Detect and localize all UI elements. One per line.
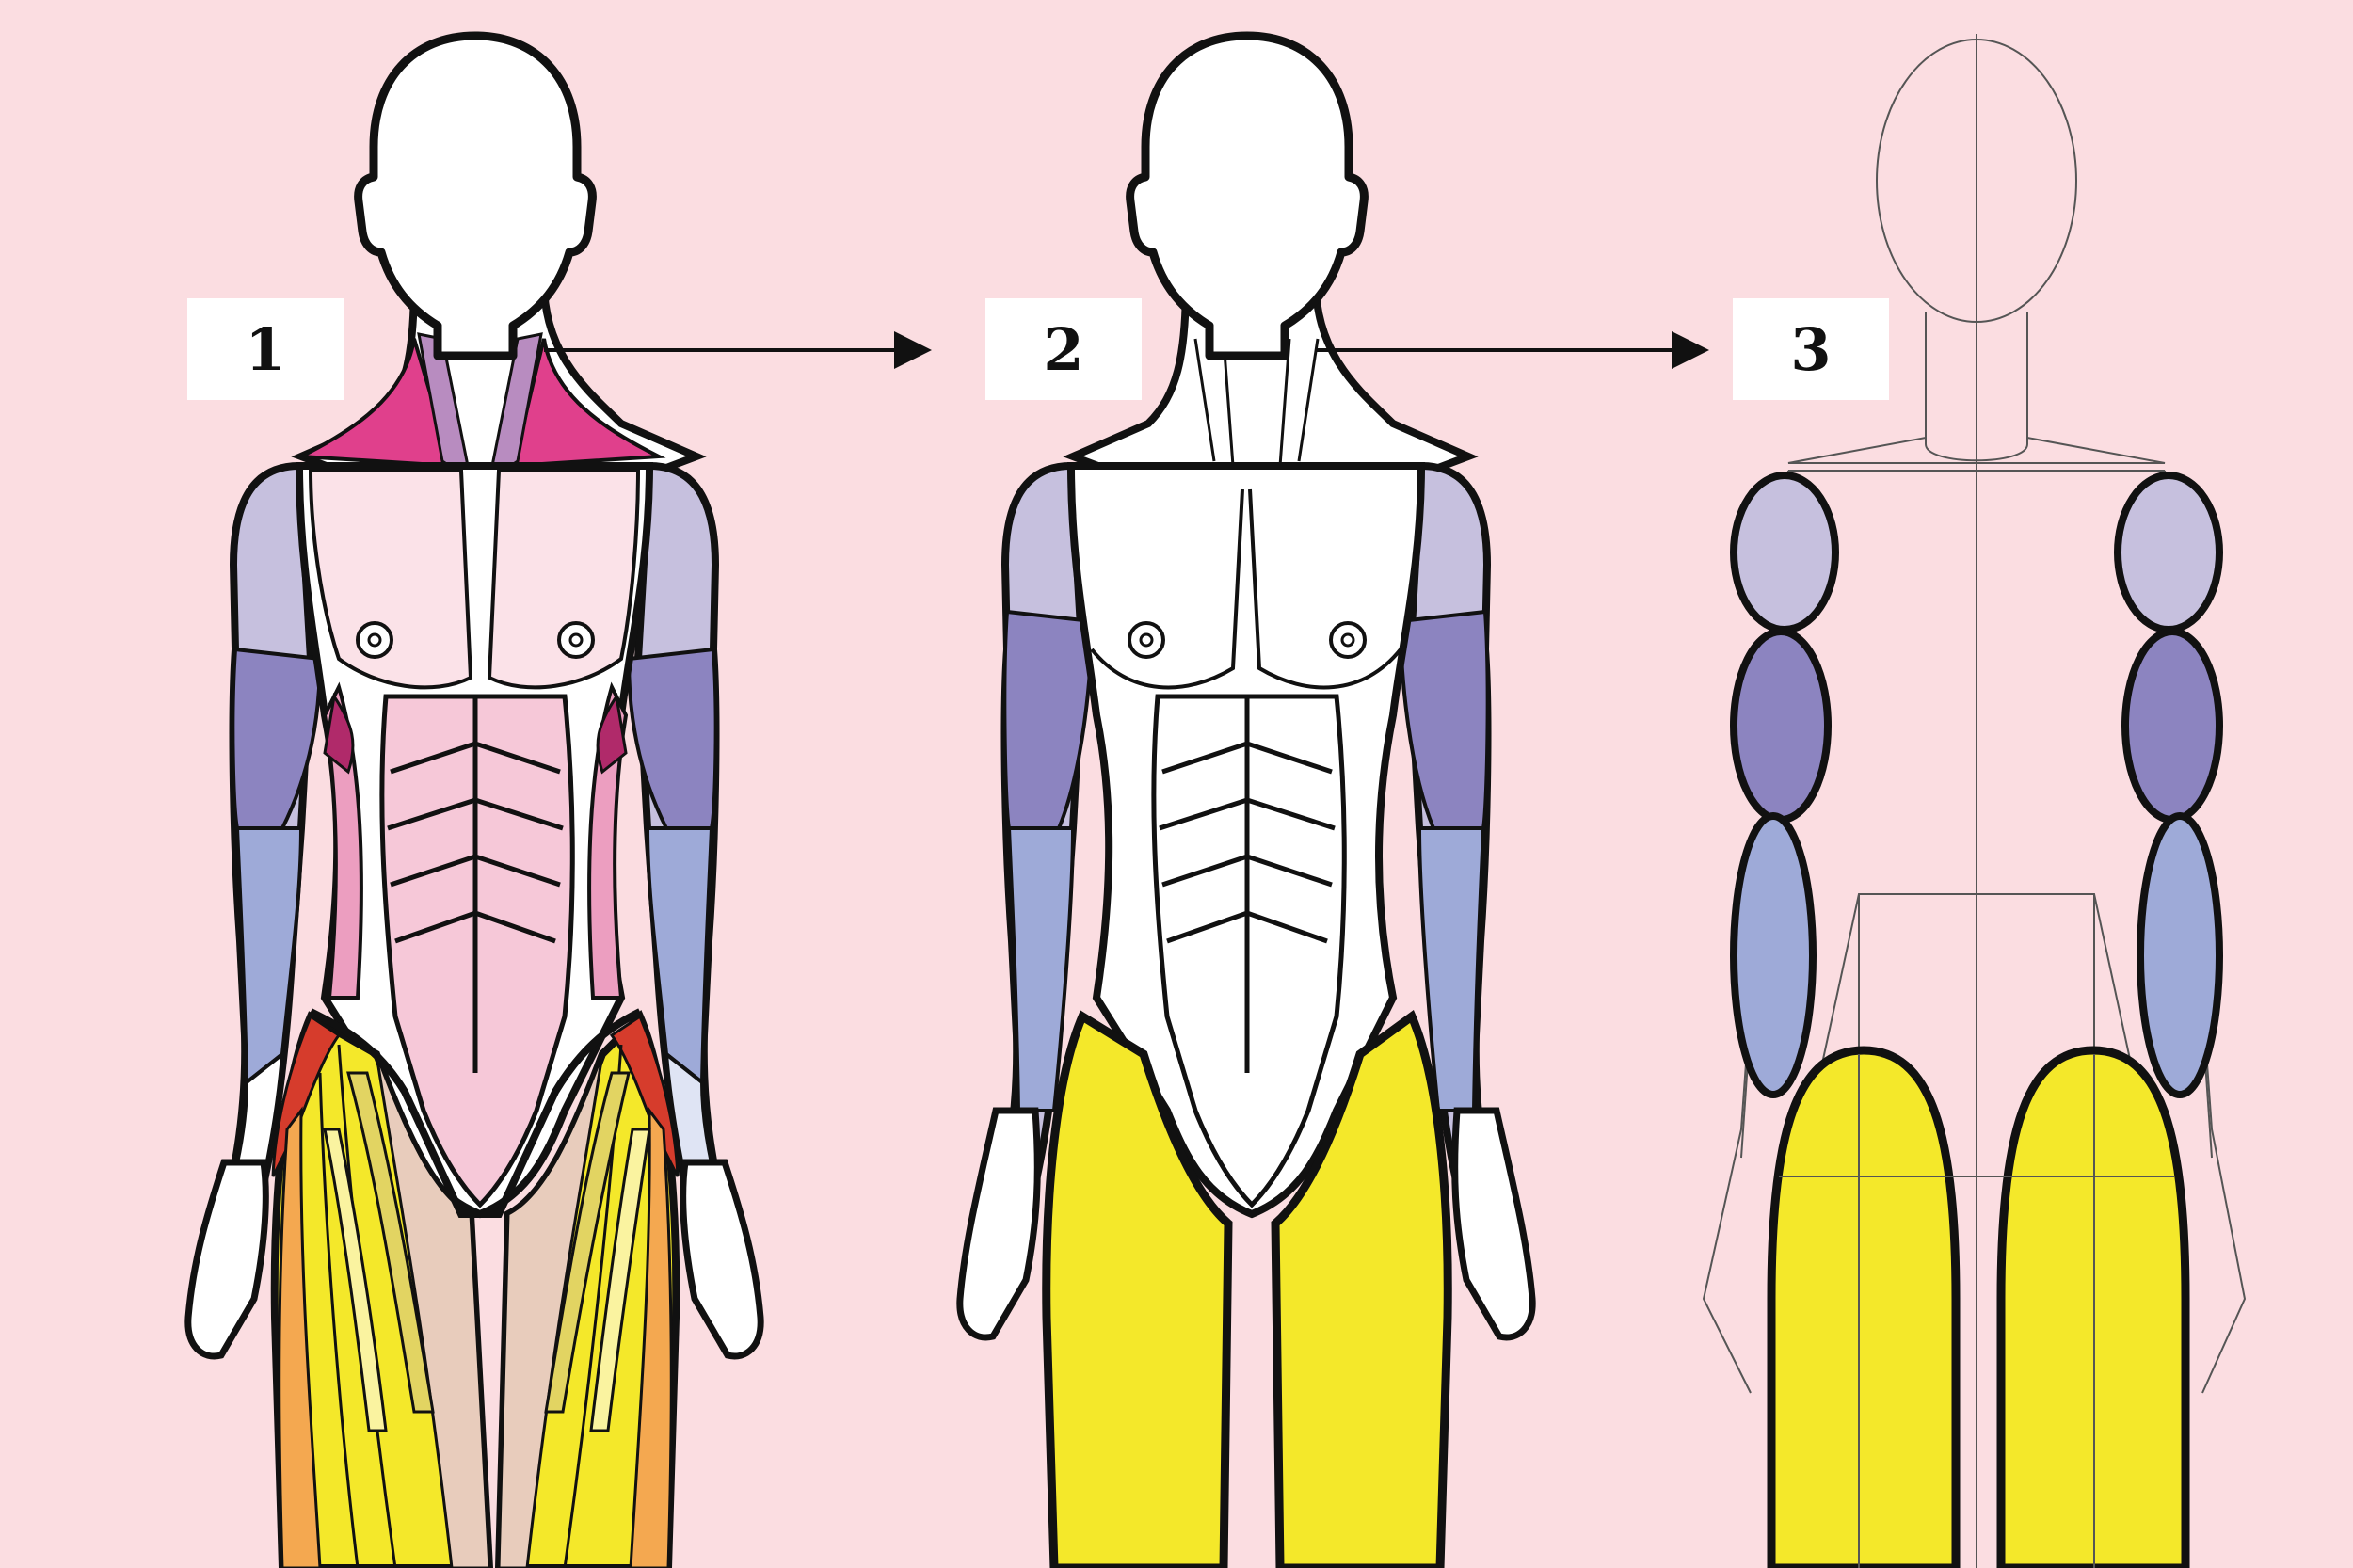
figure-1-anatomy: [184, 36, 764, 1568]
step-number: 3: [1790, 314, 1832, 384]
figure-2-simplified: [956, 36, 1536, 1568]
step-number: 2: [1043, 314, 1084, 384]
step-2-label: 2: [985, 298, 1142, 400]
step-number: 1: [245, 314, 286, 384]
figure-3-construction: [1702, 34, 2247, 1568]
step-3-label: 3: [1733, 298, 1889, 400]
step-1-label: 1: [187, 298, 344, 400]
